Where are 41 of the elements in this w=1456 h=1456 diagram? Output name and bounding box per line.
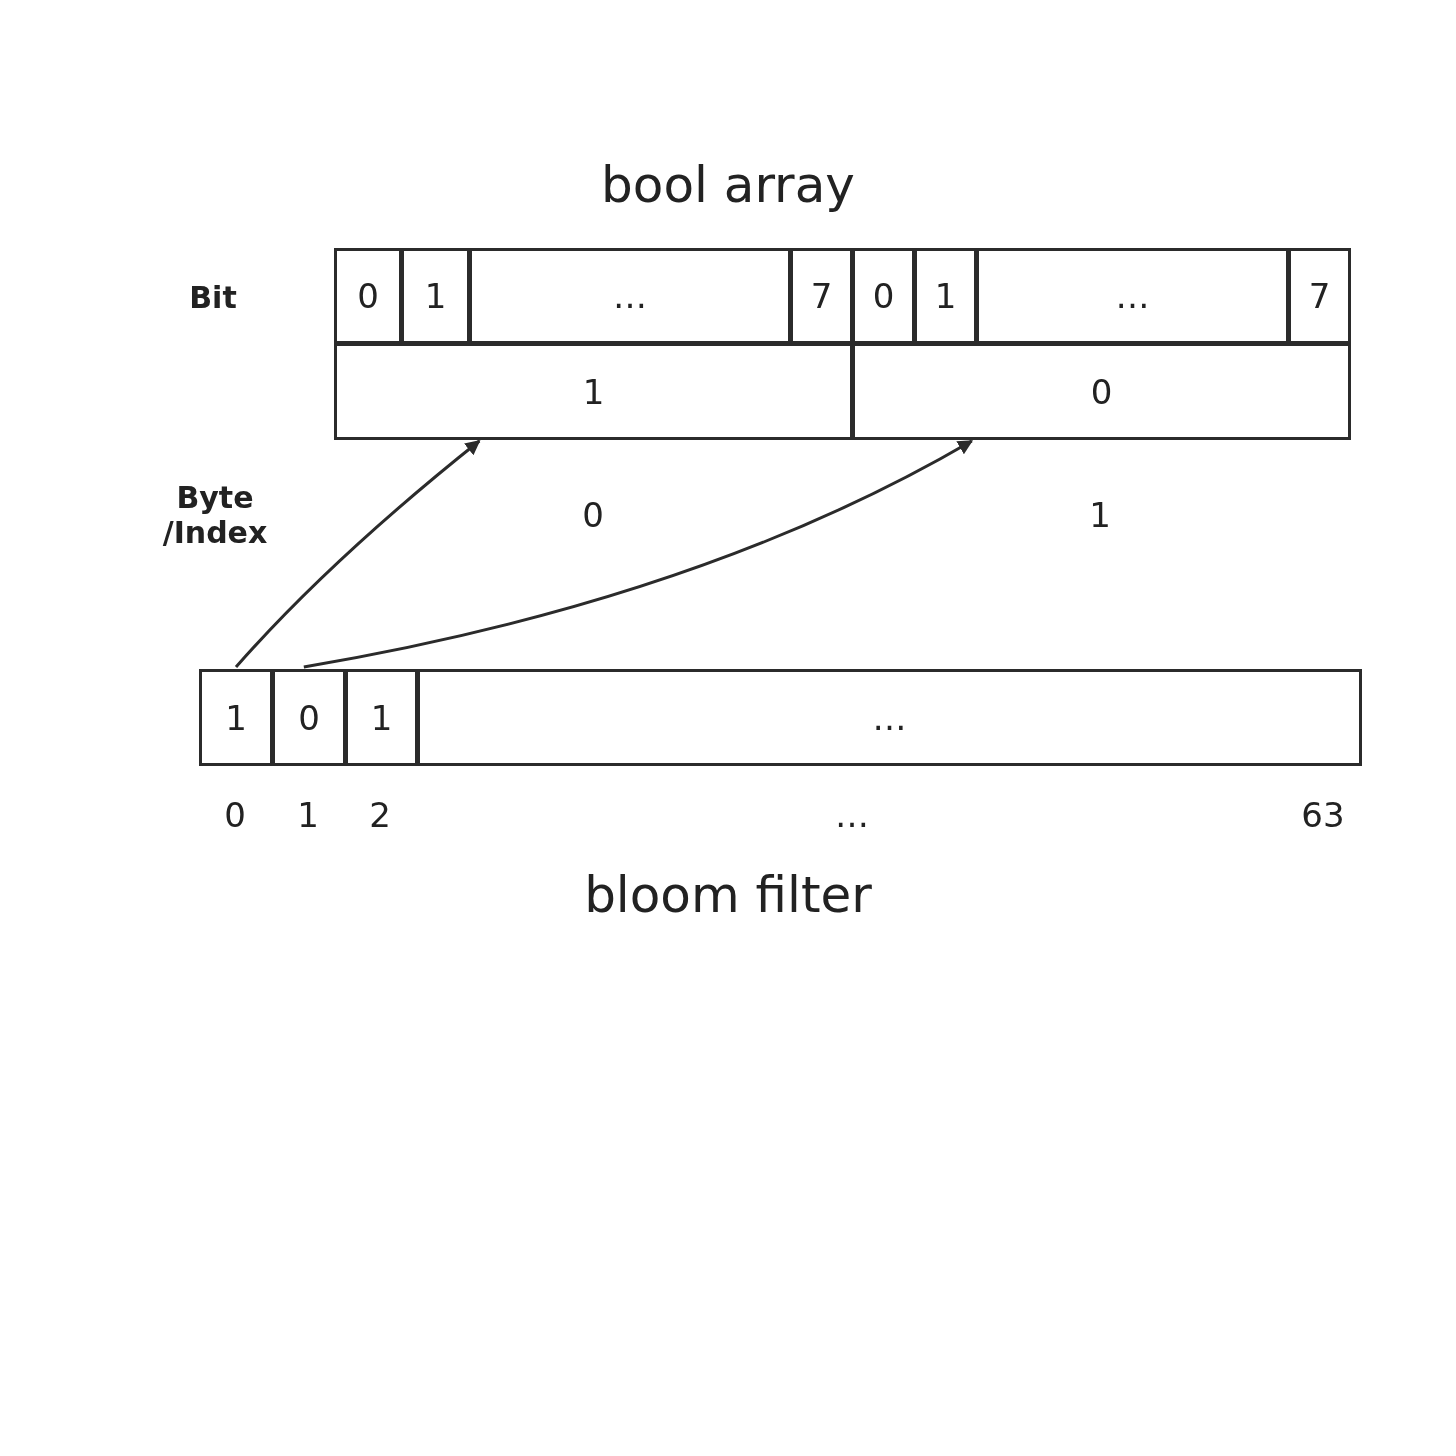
cell-value: 0 [1090,371,1113,412]
array-cell [345,669,418,766]
array-cell [417,669,1362,766]
cell-value: 0 [298,697,320,738]
index-number: 0 [224,795,246,835]
row-label: Byte /Index [161,480,269,550]
array-cell [1288,248,1351,344]
index-number: 2 [369,795,391,835]
cell-value: 0 [357,276,379,316]
array-cell [852,343,1351,440]
index-number: 0 [582,495,604,535]
index-number: 1 [1089,495,1111,535]
cell-value: … [872,697,907,738]
array-cell [334,248,402,344]
cell-value: … [613,276,647,316]
array-cell [852,248,915,344]
cell-value: … [1115,276,1150,316]
title: bool array [601,156,855,214]
array-cell [790,248,853,344]
cell-value: 7 [1308,276,1331,316]
index-number: 63 [1301,795,1345,835]
array-cell [914,248,977,344]
cell-value: 1 [225,697,247,738]
caption: bloom filter [584,866,872,924]
row-label: Bit [188,279,238,315]
array-cell [469,248,791,344]
cell-value: 1 [934,276,957,316]
cell-value: 1 [424,276,447,316]
cell-value: 7 [810,276,833,316]
index-number: … [835,795,869,835]
cell-value: 1 [582,371,605,412]
cell-value: 1 [370,697,393,738]
array-cell [401,248,470,344]
array-cell [199,669,273,766]
array-cell [334,343,853,440]
cell-value: 0 [872,276,895,316]
array-cell [976,248,1289,344]
array-cell [272,669,346,766]
index-number: 1 [297,795,319,835]
curved-arrow [234,439,481,668]
curved-arrow [303,439,974,669]
